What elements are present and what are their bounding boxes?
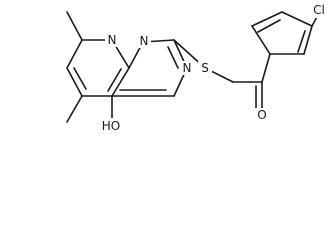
chemical-structure: N N N S HO O Cl	[66, 3, 325, 133]
atom-label-sulfur: S	[201, 61, 209, 75]
bond-methyl-c7	[66, 11, 83, 41]
atom-label-chlorine: Cl	[313, 3, 325, 17]
bond-c5-c6-double	[66, 67, 83, 97]
bond-ar4-ar5-inner	[297, 30, 306, 53]
bond-ar2-ar3	[251, 11, 283, 27]
atom-label-n-pyridine: N	[108, 33, 117, 47]
bond-c8a-c4a-double	[111, 67, 130, 97]
atom-label-n-pyrimidine-top: N	[140, 34, 149, 48]
bond-ar2-ar3-inner	[257, 19, 281, 33]
bond-methyl-c5	[66, 95, 83, 123]
bond-c8a-c4a-inner	[107, 68, 122, 92]
atom-label-n-pyrimidine-bottom: N	[183, 61, 192, 75]
bond-ar1-ar2	[251, 25, 271, 55]
bond-c5-c6-inner	[73, 67, 87, 90]
atom-label-carbonyl-oxygen: O	[257, 108, 266, 122]
bond-ar4-ar5	[303, 25, 313, 55]
atom-label-hydroxyl: HO	[102, 119, 120, 133]
bond-c2-n3-inner	[167, 46, 179, 69]
bond-c6-c7	[66, 39, 83, 69]
bond-ar3-ar4	[281, 11, 313, 27]
bond-co-ar1	[261, 53, 271, 83]
